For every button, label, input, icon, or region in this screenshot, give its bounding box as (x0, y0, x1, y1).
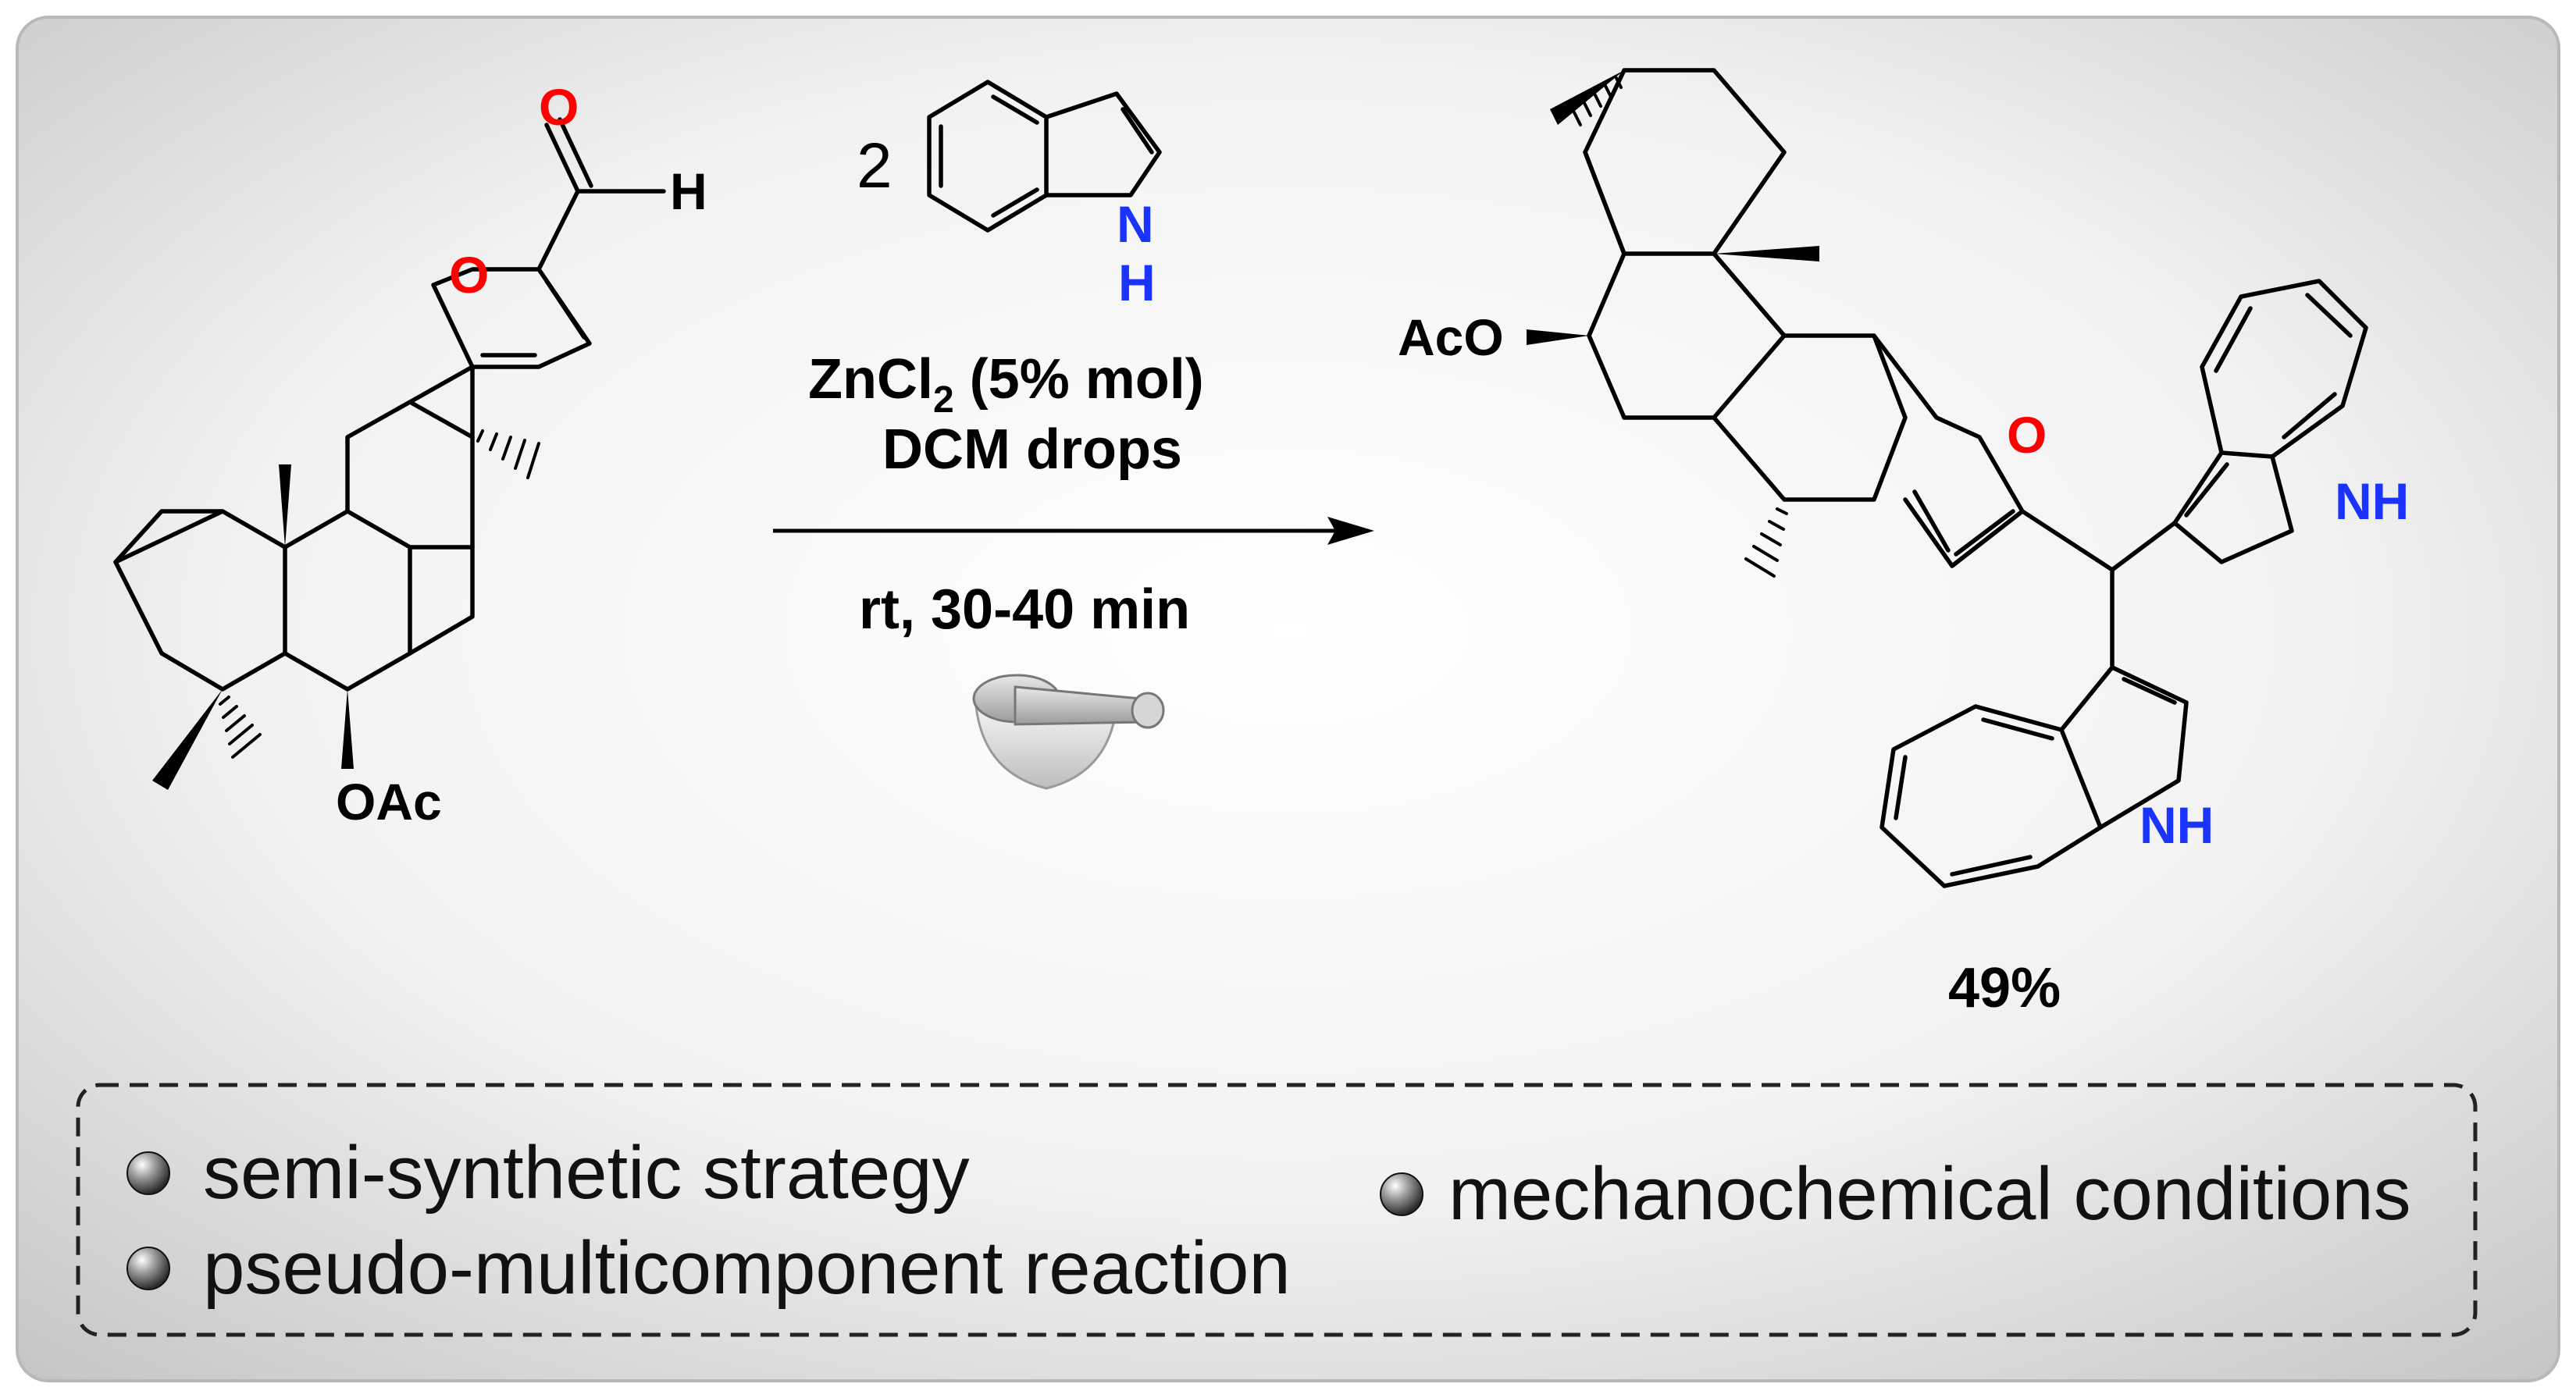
feature-item-pseudo-multicomponent: pseudo-multicomponent reaction (126, 1226, 1291, 1310)
hashed-methyl-product-c (1744, 507, 1788, 578)
solvent-label: DCM drops (882, 418, 1182, 481)
features-box: semi-synthetic strategy pseudo-multicomp… (76, 1083, 2478, 1337)
bullet-icon (126, 1247, 170, 1290)
background-panel (16, 16, 2560, 1382)
starting-material: O H O OAc (113, 78, 707, 831)
aldehyde-hydrogen-label: H (670, 162, 707, 220)
indole-h-label: H (1118, 254, 1156, 311)
reaction-conditions: ZnCl2 (5% mol) DCM drops rt, 30-40 min (773, 348, 1374, 790)
indole-n-label: N (1117, 195, 1154, 253)
ester-label-product: AcO (1398, 308, 1504, 366)
indole-nh-label-1: NH (2335, 472, 2409, 530)
catalyst-label: ZnCl2 (5% mol) (808, 348, 1204, 421)
mortar-and-pestle-icon (972, 674, 1165, 790)
ester-label: OAc (336, 773, 442, 831)
furan-oxygen-label: O (449, 246, 489, 304)
equivalents-label: 2 (857, 130, 893, 201)
hashed-methyl-c (476, 429, 540, 479)
indole-nh-label-2: NH (2140, 796, 2214, 854)
yield-label: 49% (1948, 957, 2061, 1019)
feature-text: mechanochemical conditions (1448, 1152, 2411, 1236)
feature-text: semi-synthetic strategy (203, 1131, 970, 1215)
hashed-methyl-product (1568, 76, 1623, 126)
time-temp-label: rt, 30-40 min (859, 578, 1190, 641)
aldehyde-oxygen-label: O (539, 78, 579, 136)
product: AcO O NH NH 49% (1398, 68, 2409, 1019)
furan-oxygen-label-product: O (2007, 406, 2047, 464)
reagent-indole: 2 N H (857, 80, 1162, 311)
bullet-icon (1380, 1172, 1423, 1216)
hashed-methyl (219, 695, 262, 759)
feature-item-semi-synthetic: semi-synthetic strategy (126, 1131, 970, 1215)
bullet-icon (126, 1151, 170, 1195)
features-border (76, 1083, 2478, 1337)
feature-item-mechanochemical: mechanochemical conditions (1380, 1152, 2411, 1236)
arrowhead (1327, 517, 1374, 545)
feature-text: pseudo-multicomponent reaction (203, 1226, 1291, 1310)
